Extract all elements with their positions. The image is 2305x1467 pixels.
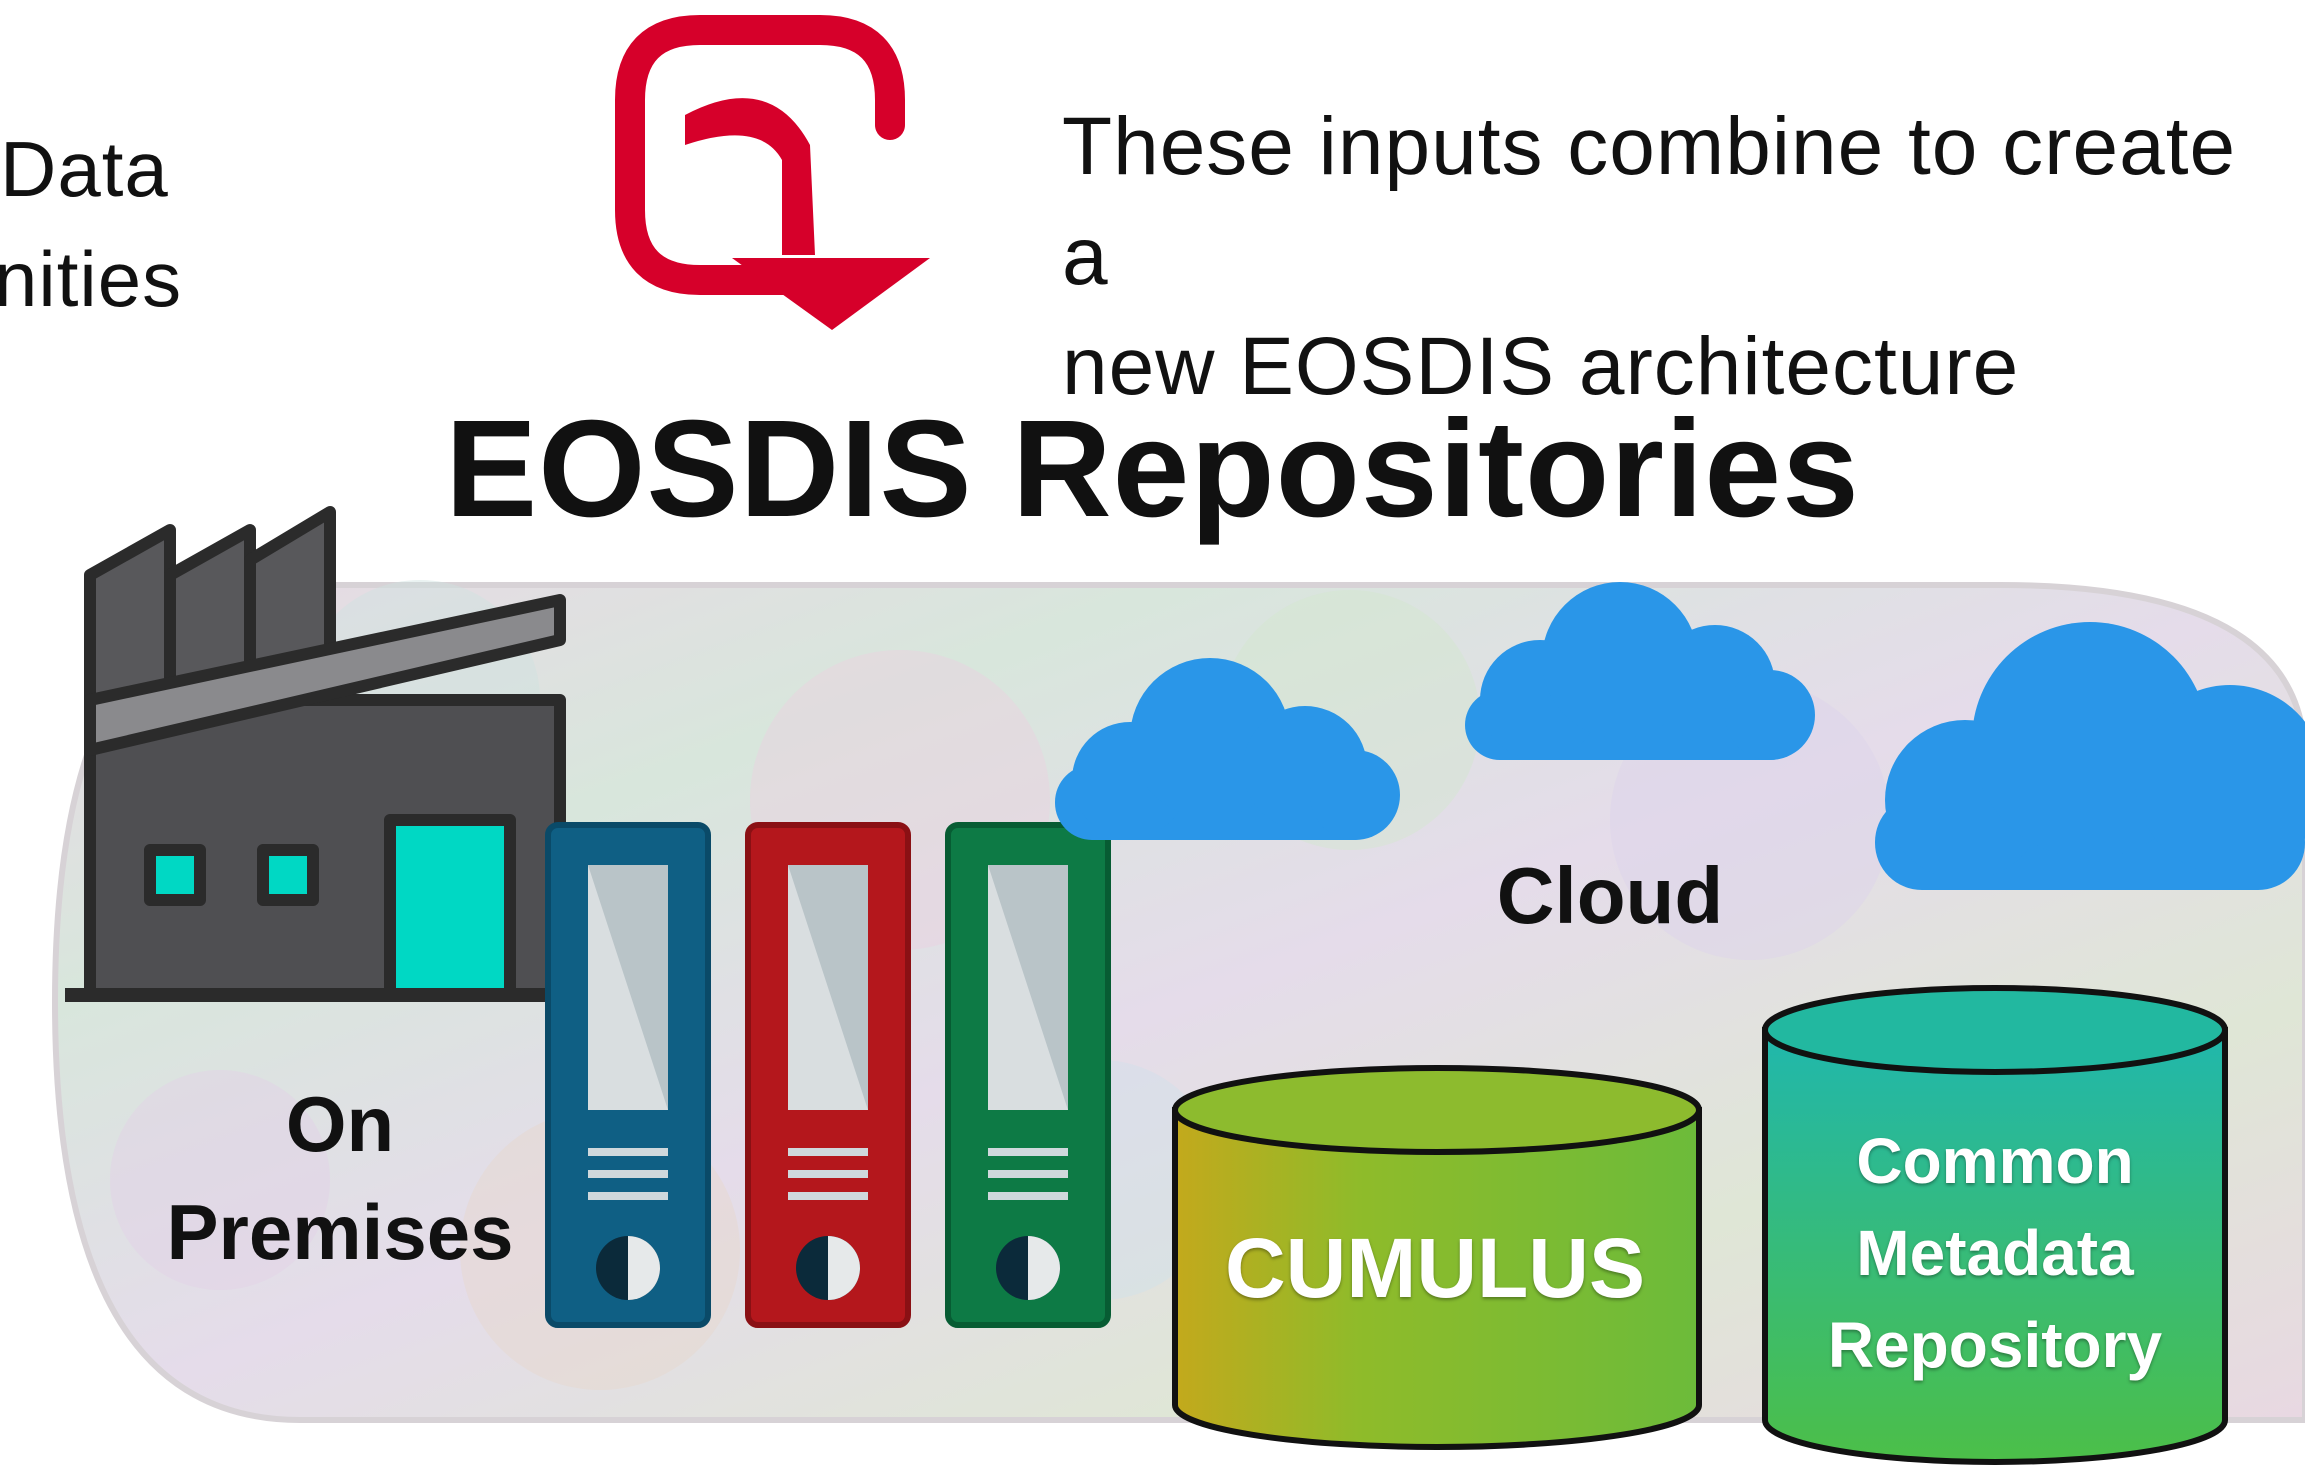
on-premises-line2: Premises bbox=[166, 1188, 514, 1276]
cmr-line2: Metadata bbox=[1856, 1217, 2134, 1289]
database-cylinder-icon bbox=[1172, 1065, 1702, 1450]
factory-icon bbox=[65, 506, 566, 1002]
binder-icon bbox=[745, 822, 911, 1328]
cloud-icon bbox=[1055, 658, 1400, 840]
diagram-title: EOSDIS Repositories bbox=[445, 392, 1860, 546]
database-cylinder-icon bbox=[1762, 985, 2228, 1465]
cmr-line3: Repository bbox=[1827, 1309, 2163, 1381]
binder-icon bbox=[945, 822, 1111, 1328]
cloud-icon bbox=[1875, 622, 2305, 890]
binder-icon bbox=[545, 822, 711, 1328]
cumulus-label: CUMULUS bbox=[1225, 1221, 1645, 1315]
left-fragment-line1: Data bbox=[0, 125, 169, 213]
redirect-arrow-icon bbox=[615, 15, 930, 330]
cmr-line1: Common bbox=[1856, 1125, 2134, 1197]
cmr-label: Common Metadata Repository bbox=[1790, 1115, 2200, 1391]
left-fragment-line2: nities bbox=[0, 235, 183, 323]
on-premises-label: On Premises bbox=[140, 1070, 540, 1286]
intro-line1: These inputs combine to create a bbox=[1062, 101, 2237, 302]
intro-text: These inputs combine to create a new EOS… bbox=[1062, 92, 2292, 422]
intro-line2: new EOSDIS architecture bbox=[1062, 321, 2020, 412]
on-premises-line1: On bbox=[285, 1080, 395, 1168]
cloud-label: Cloud bbox=[1496, 851, 1724, 940]
cloud-icon bbox=[1465, 582, 1815, 760]
